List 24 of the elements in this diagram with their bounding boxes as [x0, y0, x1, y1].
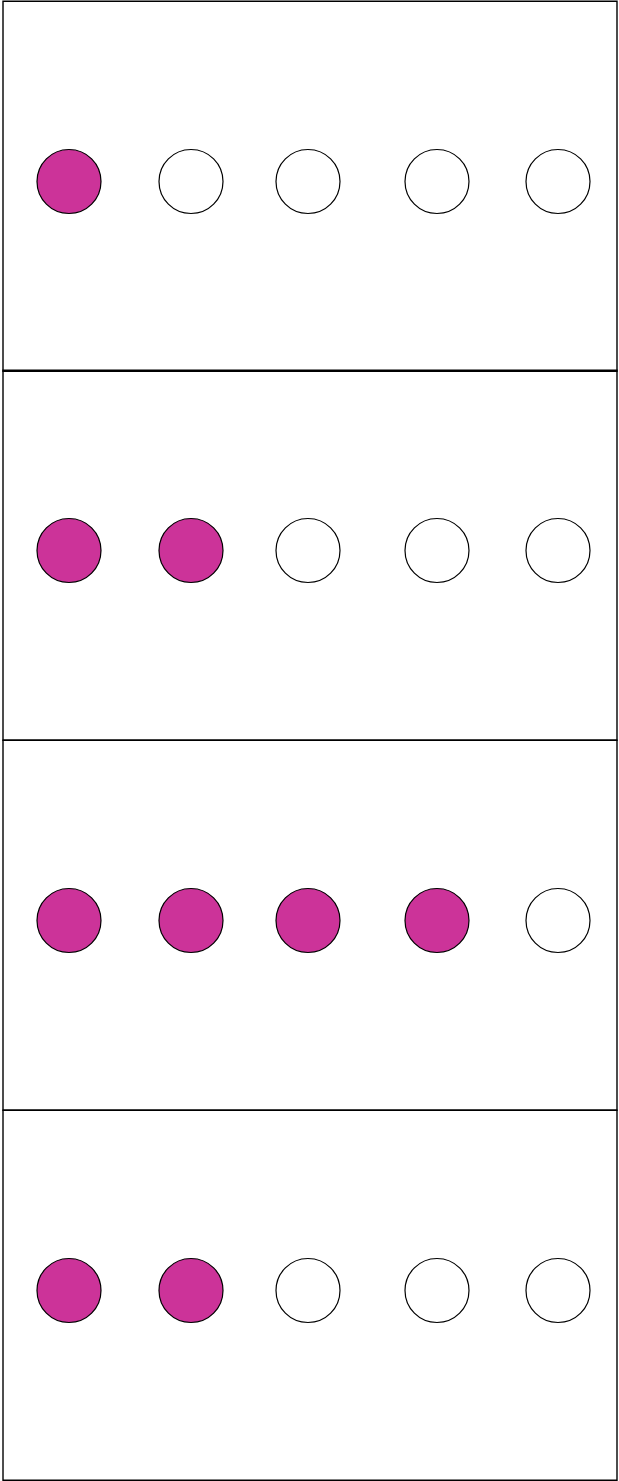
empty-circle: [275, 1257, 341, 1324]
panel-box: [2, 739, 618, 1111]
filled-circle: [36, 517, 102, 584]
panel-box: [2, 1109, 618, 1481]
filled-circle: [36, 148, 102, 215]
filled-circle: [36, 1257, 102, 1324]
empty-circle: [404, 517, 470, 584]
panel-box: [2, 0, 618, 372]
empty-circle: [525, 887, 591, 954]
panel-box: [2, 369, 618, 741]
empty-circle: [275, 148, 341, 215]
filled-circle: [158, 517, 224, 584]
filled-circle: [36, 887, 102, 954]
empty-circle: [404, 148, 470, 215]
filled-circle: [158, 1257, 224, 1324]
empty-circle: [525, 1257, 591, 1324]
empty-circle: [275, 517, 341, 584]
filled-circle: [158, 887, 224, 954]
filled-circle: [404, 887, 470, 954]
empty-circle: [525, 148, 591, 215]
empty-circle: [404, 1257, 470, 1324]
filled-circle: [275, 887, 341, 954]
empty-circle: [525, 517, 591, 584]
empty-circle: [158, 148, 224, 215]
